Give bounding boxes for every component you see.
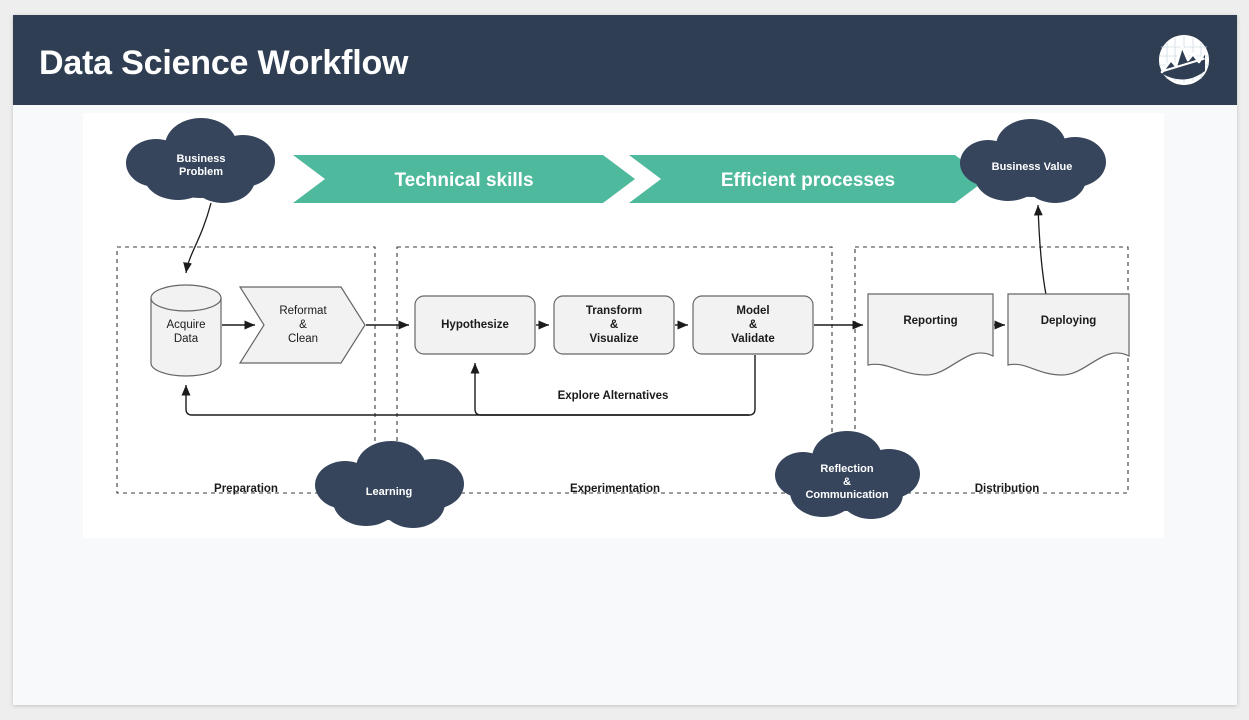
band-technical-skills — [293, 155, 635, 203]
cloud-learning — [315, 441, 464, 528]
page-title: Data Science Workflow — [39, 44, 409, 82]
diagram-panel: Business Problem Business Value Learning… — [83, 113, 1164, 538]
cloud-business-value — [960, 119, 1106, 203]
node-reporting — [867, 293, 994, 376]
node-transform-visualize — [553, 295, 675, 355]
arrow-problem-to-acquire — [183, 202, 212, 274]
node-reformat-clean — [238, 286, 366, 364]
node-hypothesize — [414, 295, 536, 355]
phase-box-distribution — [854, 246, 1129, 494]
cloud-reflection-communication — [775, 431, 920, 519]
workflow-diagram — [116, 118, 1130, 528]
phase-box-preparation — [116, 246, 376, 494]
node-deploying — [1007, 293, 1130, 376]
node-acquire-data — [150, 284, 222, 377]
loop-back-to-acquire — [181, 385, 749, 416]
node-model-validate — [692, 295, 814, 355]
cloud-business-problem — [126, 118, 275, 203]
band-efficient-processes — [629, 155, 987, 203]
loop-explore-alternatives — [470, 355, 756, 416]
mountain-chart-circle-icon — [1159, 35, 1209, 85]
slide-canvas: Data Science Workflow — [13, 15, 1237, 705]
slide-header: Data Science Workflow — [13, 15, 1237, 105]
phase-box-experimentation — [396, 246, 833, 494]
